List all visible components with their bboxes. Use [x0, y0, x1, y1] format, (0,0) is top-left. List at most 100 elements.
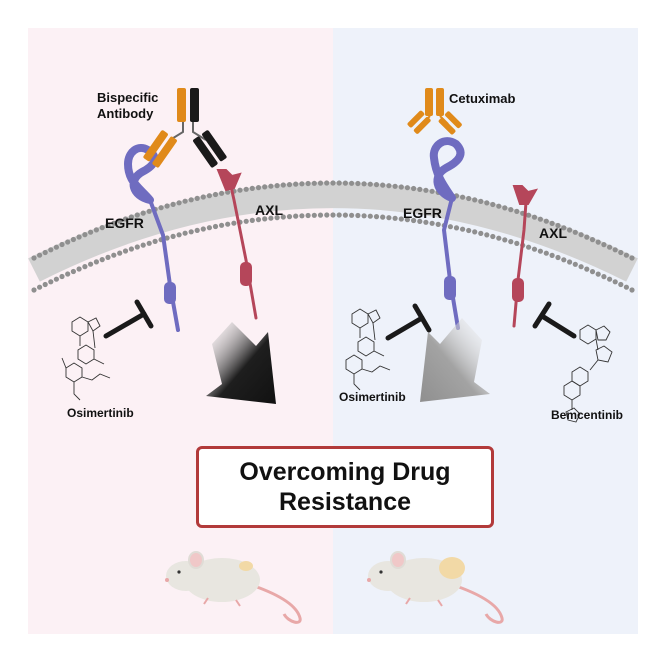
cetuximab-antibody-icon [407, 88, 462, 135]
membrane-lipid-head [623, 252, 630, 258]
membrane-lipid-head [589, 237, 596, 243]
membrane-lipid-head [411, 185, 417, 192]
membrane-lipid-head [411, 217, 417, 224]
membrane-lipid-head [453, 225, 460, 231]
membrane-lipid-head [280, 182, 286, 188]
inhibition-bar-icon-right-axl [532, 301, 577, 339]
membrane-lipid-head [607, 276, 613, 282]
membrane-lipid-head [373, 182, 380, 188]
membrane-lipid-head [194, 195, 200, 201]
membrane-lipid-head [618, 281, 624, 288]
cell-membrane [28, 180, 638, 293]
membrane-lipid-head [128, 214, 134, 220]
membrane-lipid-head [53, 276, 60, 282]
membrane-lipid-head [355, 212, 361, 219]
membrane-lipid-head [629, 287, 635, 293]
membrane-lipid-head [88, 261, 94, 267]
membrane-lipid-head [70, 268, 76, 275]
membrane-lipid-head [612, 247, 618, 253]
membrane-lipid-head [398, 216, 404, 222]
membrane-lipid-head [549, 252, 555, 258]
membrane-lipid-head [299, 181, 305, 187]
membrane-lipid-head [355, 180, 361, 187]
headline-line1: Overcoming Drug [239, 458, 451, 486]
membrane-lipid-head [361, 181, 367, 187]
membrane-lipid-head [555, 254, 561, 261]
membrane-lipid-head [243, 218, 249, 224]
axl-label-left: AXL [255, 202, 283, 218]
membrane-lipid-head [255, 217, 262, 223]
membrane-lipid-head [526, 244, 532, 250]
membrane-lipid-head [543, 218, 549, 224]
membrane-lipid-head [417, 186, 423, 192]
membrane-lipid-head [286, 214, 293, 220]
membrane-lipid-head [170, 201, 176, 207]
membrane-lipid-head [262, 216, 268, 222]
membrane-lipid-head [268, 215, 274, 221]
membrane-lipid-head [460, 194, 466, 200]
membrane-lipid-head [65, 271, 71, 277]
membrane-lipid-head [472, 197, 478, 203]
bispecific-label-line2: Antibody [97, 106, 154, 121]
membrane-lipid-head [105, 254, 111, 260]
membrane-lipid-head [373, 214, 380, 220]
membrane-lipid-head [134, 212, 140, 218]
right-panel-background [333, 28, 638, 634]
membrane-lipid-head [274, 215, 280, 221]
membrane-lipid-head [589, 269, 596, 275]
membrane-lipid-head [237, 187, 243, 193]
membrane-lipid-head [466, 227, 472, 234]
membrane-lipid-head [578, 232, 584, 238]
membrane-lipid-head [117, 218, 123, 224]
membrane-lipid-head [435, 221, 441, 227]
membrane-lipid-head [134, 244, 140, 250]
axl-receptor-left [216, 169, 258, 320]
membrane-lipid-head [490, 233, 496, 240]
membrane-lipid-head [182, 198, 188, 204]
membrane-lipid-head [76, 234, 82, 240]
membrane-lipid-head [324, 180, 330, 186]
membrane-lipid-head [392, 215, 398, 221]
membrane-lipid-head [549, 220, 555, 226]
headline-line2: Resistance [278, 488, 412, 516]
membrane-lipid-head [212, 223, 219, 230]
membrane-lipid-head [305, 180, 311, 187]
membrane-lipid-head [65, 239, 71, 245]
membrane-lipid-head [472, 229, 478, 235]
membrane-lipid-head [170, 233, 176, 239]
membrane-lipid-head [31, 255, 37, 261]
membrane-lipid-head [404, 217, 410, 223]
membrane-lipid-head [484, 200, 490, 206]
osimertinib-molecule-right [345, 308, 391, 391]
axl-label-right: AXL [539, 225, 567, 241]
membrane-lipid-head [386, 183, 392, 189]
membrane-lipid-head [176, 200, 182, 206]
membrane-lipid-head [305, 212, 311, 219]
membrane-lipid-head [367, 213, 373, 219]
membrane-lipid-head [117, 250, 123, 256]
egfr-receptor-right [429, 137, 465, 330]
bemcentinib-label: Bemcentinib [551, 408, 624, 422]
membrane-lipid-head [514, 240, 520, 246]
membrane-lipid-head [447, 224, 453, 230]
membrane-lipid-head [164, 203, 170, 209]
membrane-lipid-head [543, 250, 549, 256]
inhibition-bar-icon-right-egfr [385, 303, 432, 341]
membrane-lipid-head [584, 266, 590, 272]
membrane-lipid-head [82, 232, 88, 238]
membrane-lipid-head [200, 194, 206, 200]
membrane-lipid-head [128, 246, 134, 252]
membrane-lipid-head [561, 225, 567, 231]
membrane-lipid-head [595, 239, 601, 245]
membrane-lipid-head [490, 201, 496, 208]
membrane-lipid-head [146, 240, 152, 246]
membrane-lipid-head [629, 255, 635, 261]
membrane-lipid-head [531, 214, 538, 220]
membrane-lipid-head [317, 212, 324, 218]
membrane-lipid-head [572, 261, 578, 267]
bispecific-antibody-label: Bispecific Antibody [97, 90, 158, 122]
membrane-lipid-head [567, 259, 573, 265]
membrane-lipid-head [317, 180, 324, 186]
membrane-lipid-head [188, 197, 194, 203]
